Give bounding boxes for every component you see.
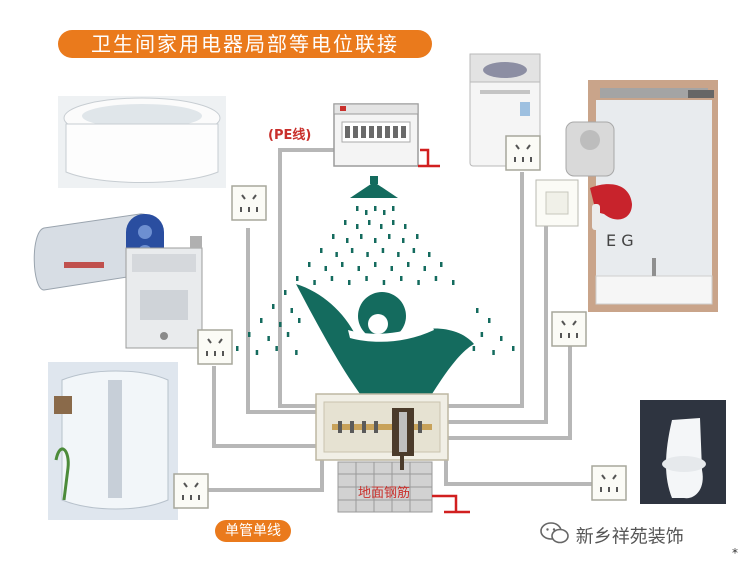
diagram-title: 卫生间家用电器局部等电位联接 <box>58 30 432 58</box>
wechat-icon <box>540 522 576 549</box>
floor-rebar-grid <box>337 456 433 513</box>
shower-enclosure-icon <box>48 362 178 520</box>
shower-head-icon <box>350 176 398 198</box>
wire-toilet <box>444 458 594 486</box>
wire-bathtub <box>246 228 318 414</box>
junction-box-icon <box>315 393 449 461</box>
logo-icon <box>296 284 474 394</box>
washing-machine-icon <box>469 53 541 167</box>
wire-washer <box>446 172 524 408</box>
switch-plate-icon <box>535 179 579 227</box>
outlet-icon <box>551 311 587 347</box>
asterisk-mark: * <box>732 546 738 560</box>
pe-wire <box>278 148 336 408</box>
outlet-icon <box>505 135 541 171</box>
ground-symbol-icon <box>418 148 440 168</box>
distribution-box-icon <box>333 103 419 167</box>
gas-heater-icon <box>125 236 203 349</box>
outlet-group <box>173 135 627 509</box>
wire-right-outlet <box>446 346 572 440</box>
watermark: 新乡祥苑装饰 <box>540 522 684 549</box>
outlet-icon <box>231 185 267 221</box>
svg-text:E G: E G <box>606 231 634 250</box>
wire-shower <box>207 458 324 492</box>
floor-rebar-label: 地面钢筋 <box>358 486 411 501</box>
water-spray <box>236 206 515 355</box>
toilet-icon <box>640 400 726 504</box>
wiring <box>207 148 594 492</box>
pe-wire-label: (PE线) <box>268 128 312 143</box>
wire-water-heater <box>212 366 318 448</box>
ground-symbol-icon <box>432 494 470 514</box>
wire-hairdryer <box>446 226 548 424</box>
outlet-icon <box>197 329 233 365</box>
hair-dryer-icon <box>565 121 632 230</box>
single-pipe-single-wire-tag: 单管单线 <box>215 520 291 542</box>
outlet-icon <box>591 465 627 501</box>
bathtub-icon <box>58 96 226 188</box>
watermark-text: 新乡祥苑装饰 <box>575 526 684 548</box>
outlet-icon <box>173 473 209 509</box>
